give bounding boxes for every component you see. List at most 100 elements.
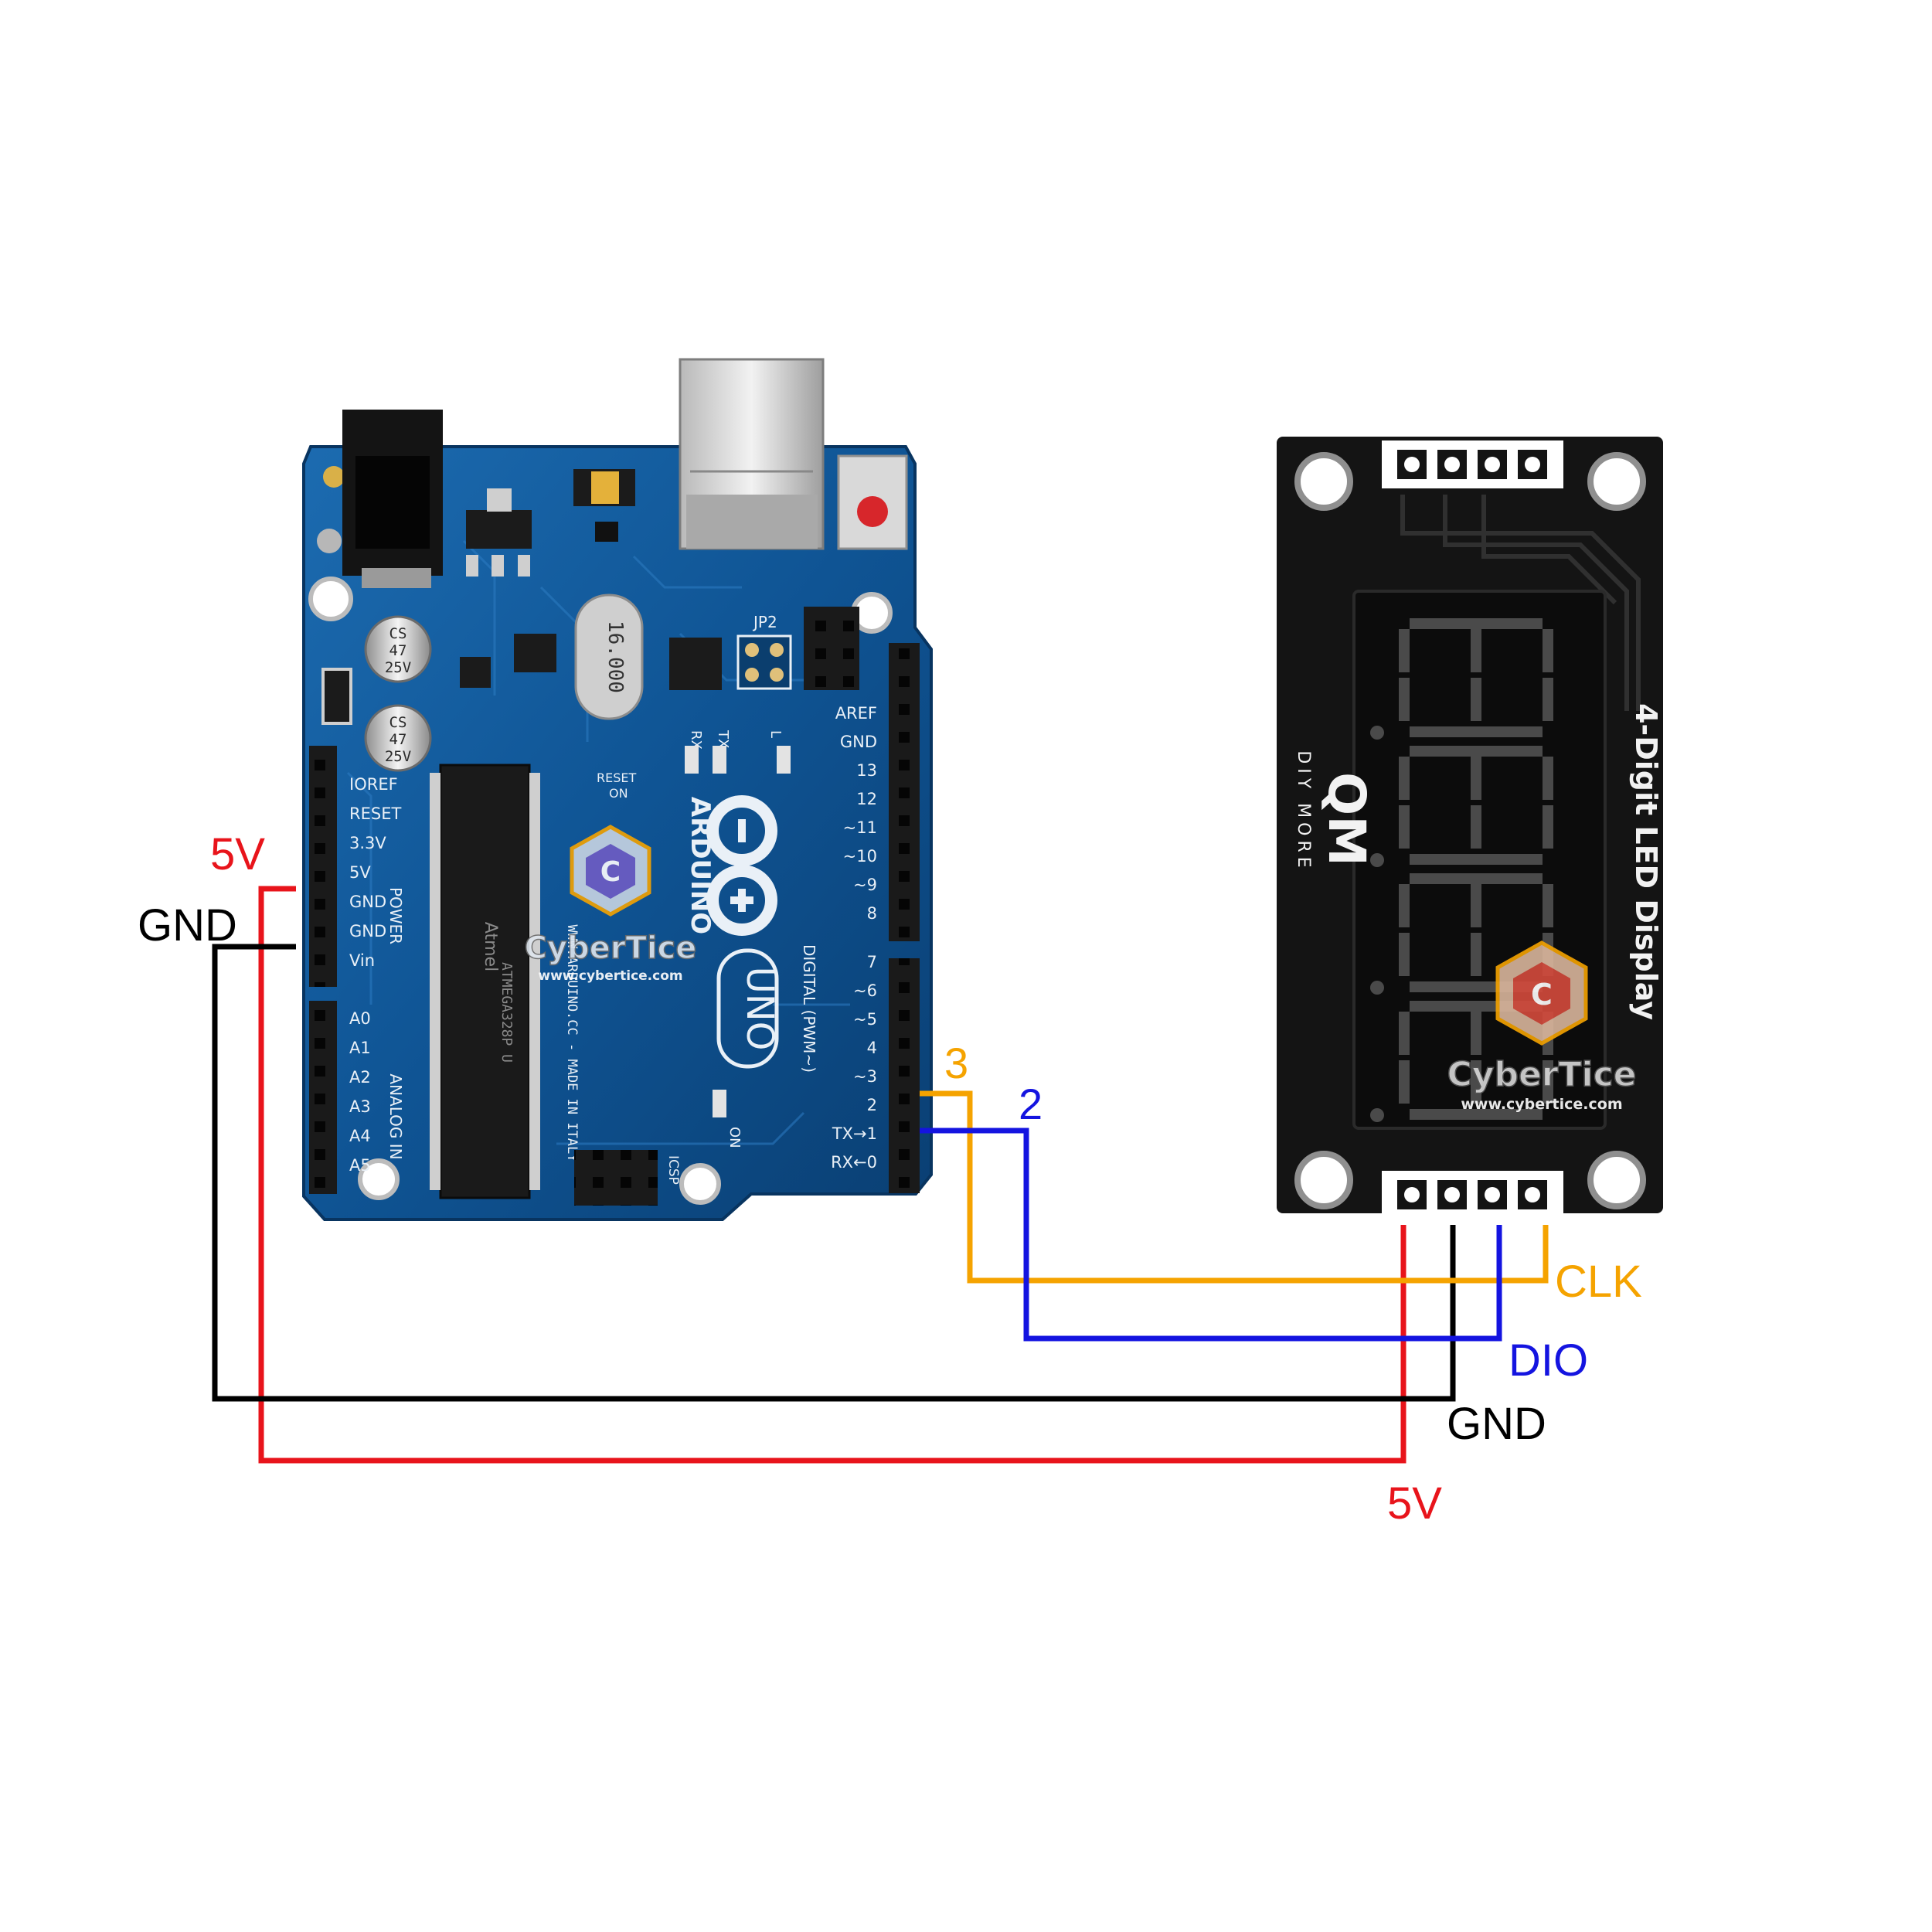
- segment: [1410, 1109, 1543, 1120]
- decimal-point: [1370, 1108, 1384, 1122]
- segment: [1410, 618, 1543, 629]
- pin-label: GND: [349, 893, 386, 911]
- polyfuse-cap: [591, 471, 619, 504]
- segment: [1471, 757, 1481, 800]
- wire-clk: [920, 1090, 1549, 1284]
- crystal-text: 16.000: [604, 621, 627, 693]
- smd-ic: [514, 634, 556, 672]
- pin-label: 3.3V: [349, 834, 386, 852]
- cap-text-3: 25V: [385, 659, 411, 676]
- mount-hole: [308, 577, 353, 621]
- icsp-header-top: [804, 607, 859, 690]
- usb-b-connector: [679, 358, 825, 550]
- decimal-point: [1370, 853, 1384, 867]
- on-label: ON: [726, 1127, 743, 1148]
- pin-label: A1: [349, 1039, 371, 1057]
- pin-label: ~5: [853, 1010, 877, 1029]
- decimal-point: [1370, 726, 1384, 740]
- display-traces: [1400, 495, 1641, 711]
- seven-segment-digit: [1370, 1001, 1553, 1122]
- pin-label: A2: [349, 1068, 371, 1087]
- pin-label: 7: [867, 953, 877, 971]
- l-label: L: [767, 730, 784, 738]
- pin-label: A0: [349, 1009, 371, 1028]
- pin-label: ~9: [853, 876, 877, 894]
- pin-label: 12: [856, 790, 877, 808]
- segment: [1543, 757, 1553, 800]
- segment: [1399, 629, 1410, 672]
- analog-header: [309, 1001, 337, 1194]
- segment: [1410, 873, 1543, 884]
- segment: [1399, 678, 1410, 721]
- pin-label: ~6: [853, 981, 877, 1000]
- uno-label: UNO: [738, 967, 781, 1051]
- segment: [1471, 884, 1481, 927]
- reset-pad-on-label: ON: [609, 786, 628, 801]
- capacitor-2: CS 47 25V: [364, 704, 432, 772]
- segment: [1471, 1012, 1481, 1055]
- pin-label: AREF: [835, 704, 877, 723]
- segment: [1543, 1060, 1553, 1104]
- wire-dio: [920, 1128, 1502, 1342]
- mount-hole: [679, 1163, 721, 1205]
- mount-hole: [358, 1158, 400, 1200]
- cap-text-1: CS: [389, 625, 407, 642]
- segment: [1543, 678, 1553, 721]
- arduino-brand: ARDUINO: [685, 797, 716, 934]
- label-left-5v: 5V: [210, 829, 265, 879]
- smd-part: [518, 555, 530, 577]
- cap-text-1: CS: [389, 714, 407, 731]
- mount-hole: [1294, 1151, 1353, 1209]
- display-bottom-header: [1382, 1171, 1563, 1219]
- pin-label: GND: [349, 922, 386, 940]
- label-dio: DIO: [1509, 1335, 1588, 1386]
- pin-label: ~3: [853, 1067, 877, 1086]
- smd-part: [492, 555, 504, 577]
- power-header-label: POWER: [386, 887, 405, 944]
- capacitor-1: CS 47 25V: [364, 615, 432, 683]
- pin-label: A5: [349, 1156, 371, 1175]
- digital-header-top: [889, 643, 920, 941]
- decimal-point: [1370, 981, 1384, 995]
- reset-button: [837, 454, 908, 550]
- mount-hole: [1587, 452, 1646, 511]
- arduino-uno-board: CS 47 25V CS 47 25V 16.000 JP2 R: [302, 358, 933, 1221]
- cap-text-2: 47: [389, 642, 407, 659]
- pin-label: RESET: [349, 804, 401, 823]
- uno-badge: UNO: [716, 948, 781, 1069]
- voltage-regulator: [466, 510, 532, 549]
- watermark-display: C CyberTice www.cybertice.com: [1447, 940, 1637, 1113]
- pin-label: GND: [840, 733, 877, 751]
- watermark-logo-letter: C: [600, 856, 621, 888]
- label-left-gnd: GND: [138, 900, 237, 951]
- segment: [1471, 805, 1481, 849]
- segment: [1399, 933, 1410, 976]
- icsp-label: ICSP: [665, 1155, 681, 1185]
- segment: [1471, 678, 1481, 721]
- display-top-header: [1382, 440, 1563, 488]
- wire-5v: [258, 886, 1406, 1464]
- regulator-tab: [487, 488, 512, 512]
- arduino-logo: ARDUINO UNO WWW.ARDUINO.CC - MADE IN ITA…: [564, 795, 781, 1162]
- smd-part: [466, 555, 478, 577]
- dc-power-jack: [342, 410, 443, 588]
- segment: [1543, 884, 1553, 927]
- pin-label: 5V: [349, 863, 371, 882]
- power-header: [309, 746, 337, 987]
- segment: [1471, 933, 1481, 976]
- segment: [1399, 1060, 1410, 1104]
- transistor: [595, 522, 618, 542]
- pin-label: Vin: [349, 951, 375, 970]
- label-clk: CLK: [1555, 1257, 1642, 1307]
- rx-label: RX: [688, 730, 704, 750]
- segment: [1399, 884, 1410, 927]
- wire-labels: 5V GND 3 2 CLK DIO GND 5V: [138, 829, 1642, 1529]
- jp2-label: JP2: [752, 613, 777, 631]
- tx-led: [713, 746, 726, 774]
- pin-label: 8: [867, 904, 877, 923]
- display-brand-sub: DIY MORE: [1294, 750, 1313, 872]
